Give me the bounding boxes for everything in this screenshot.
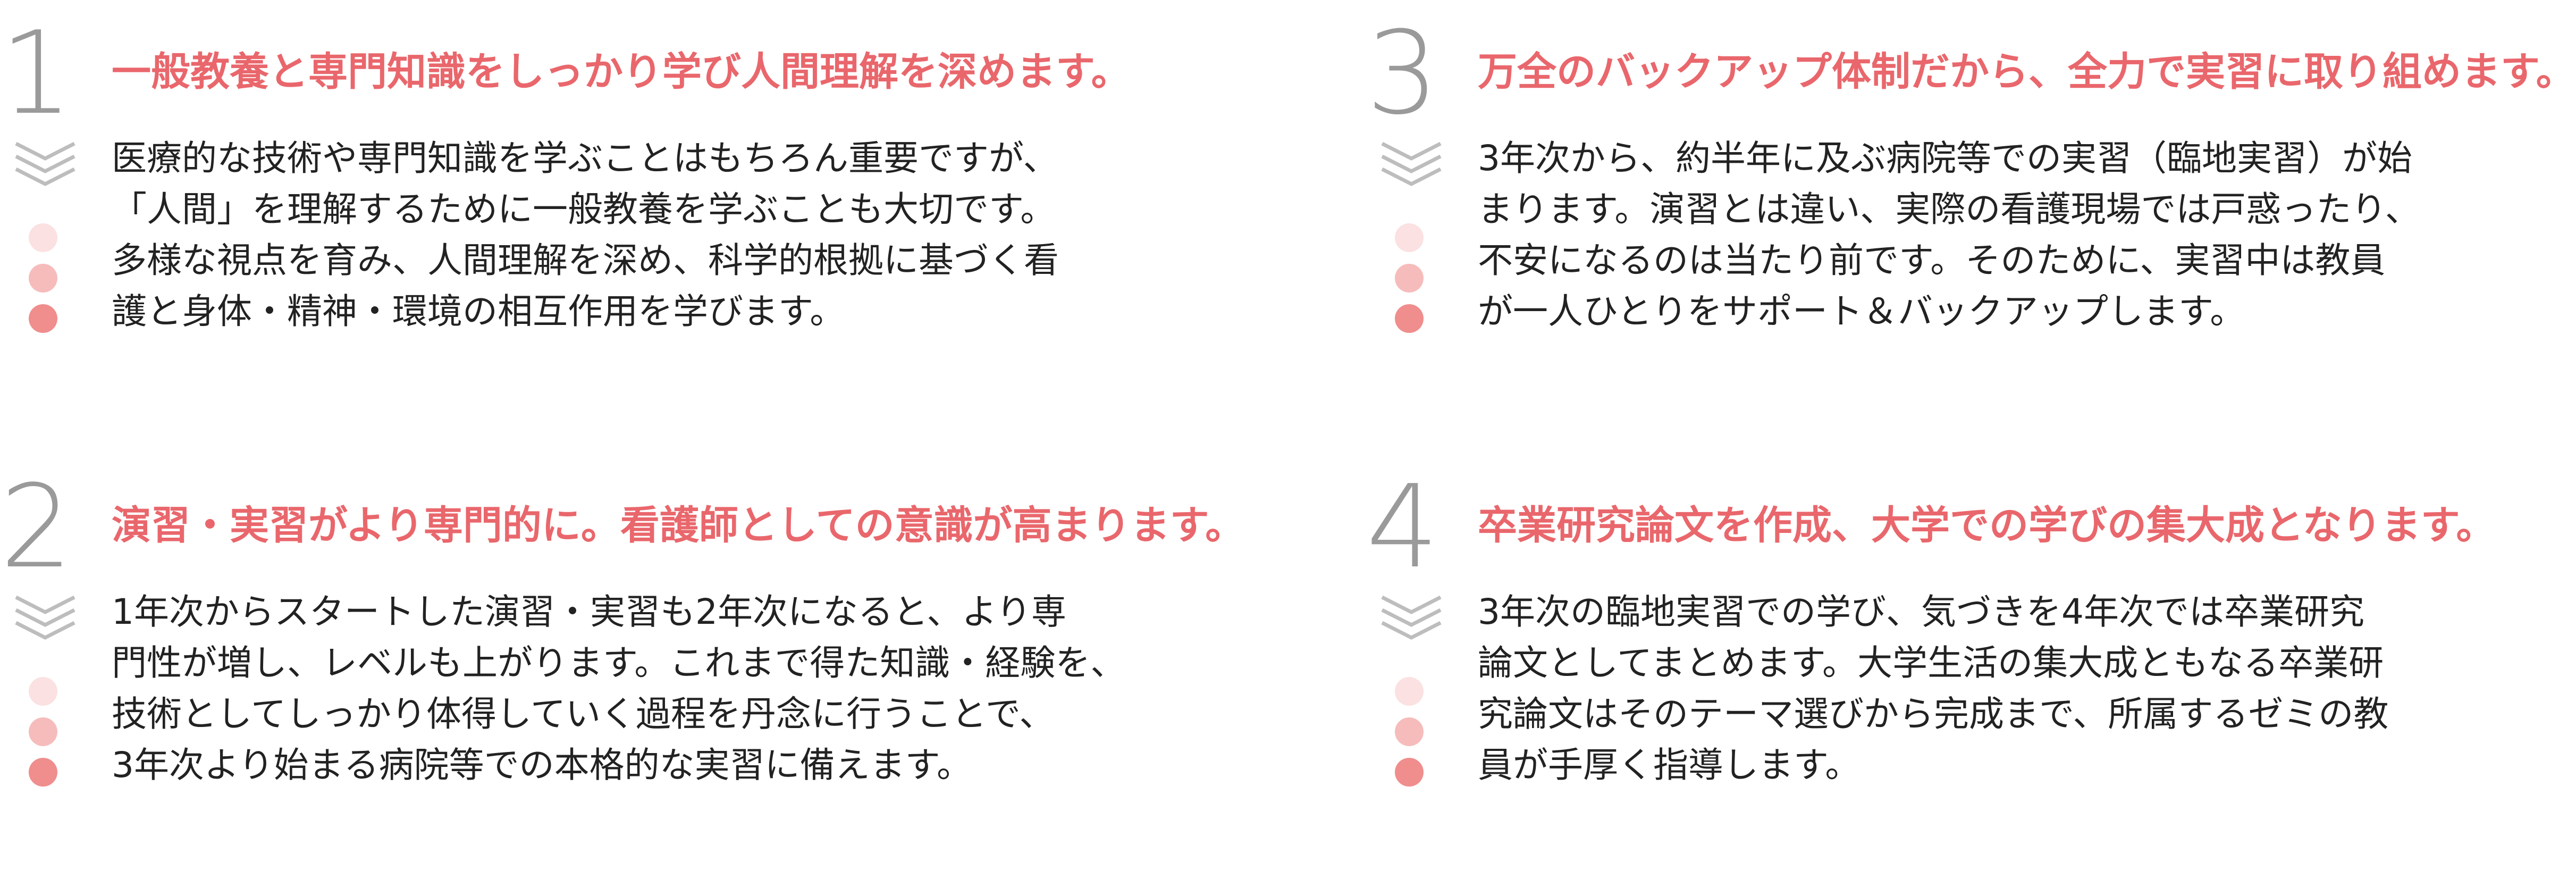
step-title: 卒業研究論文を作成、大学での学びの集大成となります。 [1478, 503, 2496, 548]
body-line: 門性が増し、レベルも上がります。これまで得た知識・経験を、 [112, 642, 1126, 683]
dot-medium [29, 264, 57, 292]
body-line: 技術としてしっかり体得していく過程を丹念に行うことで、 [112, 693, 1055, 734]
dot-medium [1395, 264, 1424, 292]
body-line: 究論文はそのテーマ選びから完成まで、所属するゼミの教 [1478, 693, 2389, 734]
progress-dots [1395, 677, 1427, 798]
dot-light [29, 223, 57, 252]
step-number: 2 [0, 460, 73, 594]
body-line: 多様な視点を育み、人間理解を深め、科学的根拠に基づく看 [112, 240, 1059, 281]
progress-dots [29, 677, 61, 798]
dot-light [1395, 677, 1424, 706]
dot-dark [1395, 304, 1424, 333]
body-line: 3年次の臨地実習での学び、気づきを4年次では卒業研究 [1478, 591, 2364, 632]
dot-medium [29, 717, 57, 746]
step-number: 4 [1366, 460, 1439, 594]
body-line: 員が手厚く指導します。 [1478, 745, 1861, 785]
dot-light [29, 677, 57, 706]
chevron-down-icon [1381, 141, 1442, 186]
dot-dark [29, 758, 57, 787]
body-line: 医療的な技術や専門知識を学ぶことはもちろん重要ですが、 [112, 138, 1058, 179]
step-3: 3 万全のバックアップ体制だから、全力で実習に取り組めます。 3年次から、約半年… [1366, 0, 2576, 404]
step-1: 1 一般教養と専門知識をしっかり学び人間理解を深めます。 医療的な技術や専門知識… [0, 0, 1239, 404]
body-line: 1年次からスタートした演習・実習も2年次になると、より専 [112, 591, 1067, 632]
dot-dark [29, 304, 57, 333]
step-number: 1 [0, 6, 73, 140]
step-body: 3年次から、約半年に及ぶ病院等での実習（臨地実習）が始 まります。演習とは違い、… [1478, 133, 2576, 337]
chevron-down-icon [1381, 595, 1442, 640]
step-title: 一般教養と専門知識をしっかり学び人間理解を深めます。 [112, 49, 1131, 95]
body-line: が一人ひとりをサポート＆バックアップします。 [1478, 291, 2245, 332]
step-body: 1年次からスタートした演習・実習も2年次になると、より専 門性が増し、レベルも上… [112, 587, 1228, 791]
body-line: まります。演習とは違い、実際の看護現場では戸惑ったり、 [1478, 189, 2420, 230]
step-title: 万全のバックアップ体制だから、全力で実習に取り組めます。 [1478, 49, 2575, 95]
progress-dots [29, 223, 61, 345]
chevron-down-icon [15, 595, 75, 640]
body-line: 不安になるのは当たり前です。そのために、実習中は教員 [1478, 240, 2386, 281]
step-number: 3 [1366, 6, 1439, 140]
step-body: 3年次の臨地実習での学び、気づきを4年次では卒業研究 論文としてまとめます。大学… [1478, 587, 2576, 791]
dot-dark [1395, 758, 1424, 787]
body-line: 護と身体・精神・環境の相互作用を学びます。 [112, 291, 845, 332]
body-line: 3年次から、約半年に及ぶ病院等での実習（臨地実習）が始 [1478, 138, 2412, 179]
step-4: 4 卒業研究論文を作成、大学での学びの集大成となります。 3年次の臨地実習での学… [1366, 454, 2576, 858]
progress-dots [1395, 223, 1427, 345]
body-line: 3年次より始まる病院等での本格的な実習に備えます。 [112, 745, 972, 785]
body-line: 論文としてまとめます。大学生活の集大成ともなる卒業研 [1478, 642, 2384, 683]
step-2: 2 演習・実習がより専門的に。看護師としての意識が高まります。 1年次からスター… [0, 454, 1244, 858]
step-body: 医療的な技術や専門知識を学ぶことはもちろん重要ですが、 「人間」を理解するために… [112, 133, 1228, 337]
dot-light [1395, 223, 1424, 252]
dot-medium [1395, 717, 1424, 746]
step-title: 演習・実習がより専門的に。看護師としての意識が高まります。 [112, 503, 1245, 548]
chevron-down-icon [15, 141, 75, 186]
body-line: 「人間」を理解するために一般教養を学ぶことも大切です。 [112, 189, 1056, 230]
